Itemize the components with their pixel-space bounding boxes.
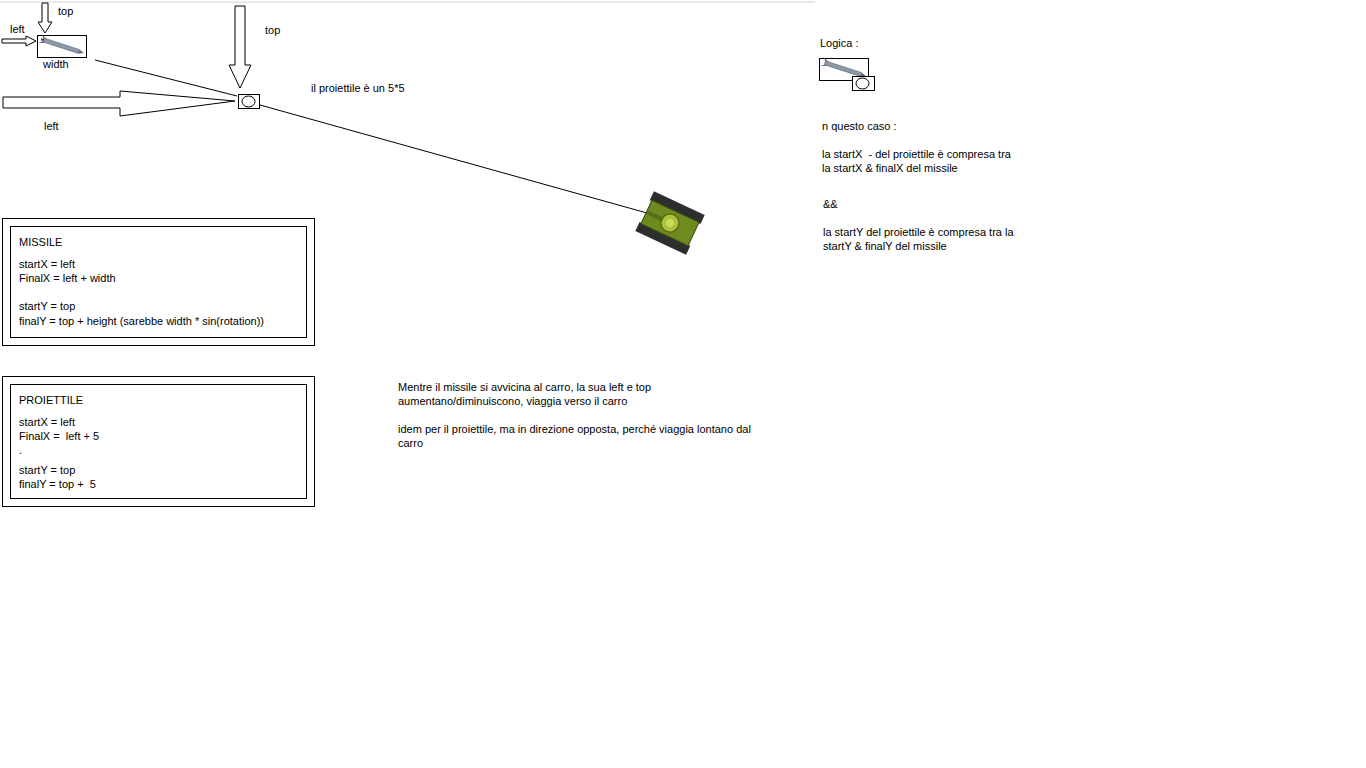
top-rule — [0, 2, 815, 3]
trajectory-line — [95, 60, 237, 96]
arrow-label: left — [44, 119, 59, 133]
missile-box — [38, 34, 87, 58]
left-arrow — [3, 91, 235, 116]
note: idem per il proiettile, ma in direzione … — [398, 422, 758, 450]
arrow-label: top — [58, 4, 73, 18]
left-arrow — [2, 36, 36, 46]
top-arrow — [229, 6, 251, 88]
formula-line: FinalX = left + 5 — [19, 429, 298, 443]
missile-panel: MISSILE startX = leftFinalX = left + widt… — [10, 226, 307, 338]
trajectory-line — [260, 105, 647, 213]
projectile-panel: PROIETTILE startX = leftFinalX = left + 5… — [10, 384, 307, 499]
panel-heading: MISSILE — [19, 235, 298, 249]
note: n questo caso : — [822, 119, 897, 133]
condition-text: la startX - del proiettile è compresa tr… — [822, 147, 1022, 175]
formula-line: startY = top — [19, 299, 298, 313]
formula-line: . — [19, 443, 298, 457]
dimension-label: width — [43, 57, 69, 71]
logic-figure — [820, 57, 875, 91]
heading: Logica : — [820, 36, 859, 50]
top-arrow — [38, 3, 52, 33]
formula-line: finalY = top + height (sarebbe width * s… — [19, 314, 298, 328]
arrow-label: top — [265, 23, 280, 37]
note: il proiettile è un 5*5 — [311, 81, 405, 95]
formula-line: startX = left — [19, 415, 298, 429]
arrow-label: left — [10, 22, 25, 36]
condition-text: la startY del proiettile è compresa tra … — [823, 225, 1023, 253]
note: Mentre il missile si avvicina al carro, … — [398, 380, 708, 408]
tank-image — [635, 191, 704, 255]
formula-line: startX = left — [19, 257, 298, 271]
projectile-box — [239, 95, 260, 109]
operator: && — [823, 197, 838, 211]
formula-line: finalY = top + 5 — [19, 477, 298, 491]
panel-heading: PROIETTILE — [19, 393, 298, 407]
formula-line: FinalX = left + width — [19, 271, 298, 285]
formula-line: startY = top — [19, 463, 298, 477]
